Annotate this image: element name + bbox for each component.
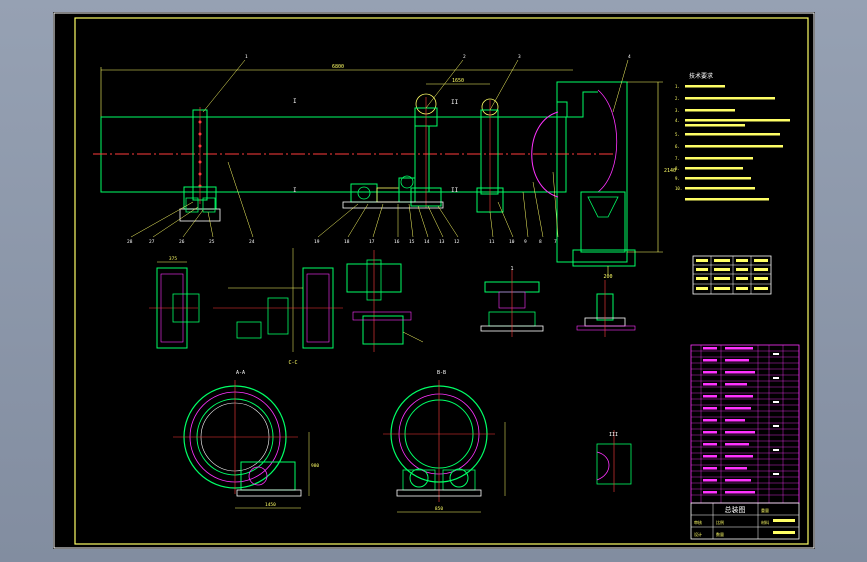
svg-text:19: 19 — [314, 239, 320, 245]
balloon-numbers: 1 2 3 4 28 27 26 25 24 19 18 17 16 15 14… — [127, 54, 631, 245]
svg-text:2: 2 — [463, 54, 466, 60]
svg-text:1.: 1. — [675, 84, 680, 89]
view-marker-2: II — [451, 99, 459, 106]
svg-text:18: 18 — [344, 239, 350, 245]
svg-text:10.: 10. — [675, 186, 682, 191]
svg-text:27: 27 — [149, 239, 155, 245]
svg-text:1450: 1450 — [265, 502, 276, 508]
dim-overall-length: 6800 — [332, 64, 344, 70]
svg-text:13: 13 — [439, 239, 445, 245]
svg-text:4: 4 — [628, 54, 631, 60]
svg-text:重量: 重量 — [761, 507, 769, 513]
notes-heading: 技术要求 — [689, 72, 713, 80]
svg-text:24: 24 — [249, 239, 255, 245]
svg-text:6.: 6. — [675, 144, 680, 149]
kiln-elevation-view: 6800 — [93, 54, 676, 280]
svg-text:15: 15 — [409, 239, 415, 245]
drawing-title: 总装图 — [725, 505, 746, 514]
outer-frame — [53, 12, 815, 549]
svg-text:材料: 材料 — [761, 519, 769, 525]
svg-text:数量: 数量 — [716, 531, 724, 537]
svg-text:8.: 8. — [675, 166, 680, 171]
svg-text:3.: 3. — [675, 108, 680, 113]
svg-text:980: 980 — [311, 463, 319, 469]
svg-text:4.: 4. — [675, 118, 680, 123]
svg-text:3: 3 — [518, 54, 521, 60]
svg-text:200: 200 — [603, 274, 612, 280]
assembly-drawing[interactable]: 6800 — [53, 12, 815, 549]
tyre-middle — [414, 125, 430, 193]
svg-text:9.: 9. — [675, 176, 680, 181]
svg-text:I: I — [293, 187, 297, 194]
svg-text:设计: 设计 — [694, 531, 702, 537]
svg-text:28: 28 — [127, 239, 133, 245]
svg-text:26: 26 — [179, 239, 185, 245]
svg-text:7: 7 — [554, 239, 557, 245]
svg-text:审核: 审核 — [694, 519, 702, 525]
support-detail-views: 375 C-C 1 — [149, 248, 636, 366]
svg-text:25: 25 — [209, 239, 215, 245]
svg-text:1: 1 — [245, 54, 248, 60]
svg-text:9: 9 — [524, 239, 527, 245]
spec-table — [692, 255, 772, 295]
svg-text:8: 8 — [539, 239, 542, 245]
svg-text:14: 14 — [424, 239, 430, 245]
svg-text:比例: 比例 — [716, 519, 724, 525]
svg-text:16: 16 — [394, 239, 400, 245]
weld-detail: III — [596, 430, 632, 492]
svg-text:III: III — [609, 432, 618, 438]
technical-notes: 技术要求 1. 2. 3. 4. 5. 6. 7. 8. 9. 10. — [675, 72, 790, 201]
dim-pitch: 1650 — [452, 78, 464, 84]
svg-text:A-A: A-A — [236, 370, 245, 376]
svg-text:12: 12 — [454, 239, 460, 245]
svg-text:375: 375 — [169, 256, 177, 262]
svg-text:10: 10 — [509, 239, 515, 245]
svg-text:B-B: B-B — [437, 370, 446, 376]
section-view-bb: B-B 850 — [383, 370, 506, 513]
kiln-head-hood — [556, 81, 628, 263]
view-label-cc: C-C — [288, 360, 297, 366]
section-view-aa: A-A 1450 980 — [173, 370, 319, 509]
dim-base-width: 850 — [435, 506, 443, 512]
svg-text:5.: 5. — [675, 132, 680, 137]
inner-frame — [74, 17, 809, 545]
svg-text:1: 1 — [510, 266, 513, 272]
svg-text:2140: 2140 — [664, 168, 676, 174]
view-marker-1: I — [293, 98, 297, 105]
head-seal — [531, 111, 559, 198]
svg-text:7.: 7. — [675, 156, 680, 161]
svg-text:11: 11 — [489, 239, 495, 245]
parts-list — [690, 344, 800, 504]
drawing-sheet: 6800 — [53, 12, 815, 549]
svg-text:II: II — [451, 187, 459, 194]
title-block: 总装图 审核 设计 比例 数量 重量 材料 — [690, 502, 800, 540]
tyre-right — [480, 109, 499, 195]
svg-text:17: 17 — [369, 239, 375, 245]
svg-text:2.: 2. — [675, 96, 680, 101]
